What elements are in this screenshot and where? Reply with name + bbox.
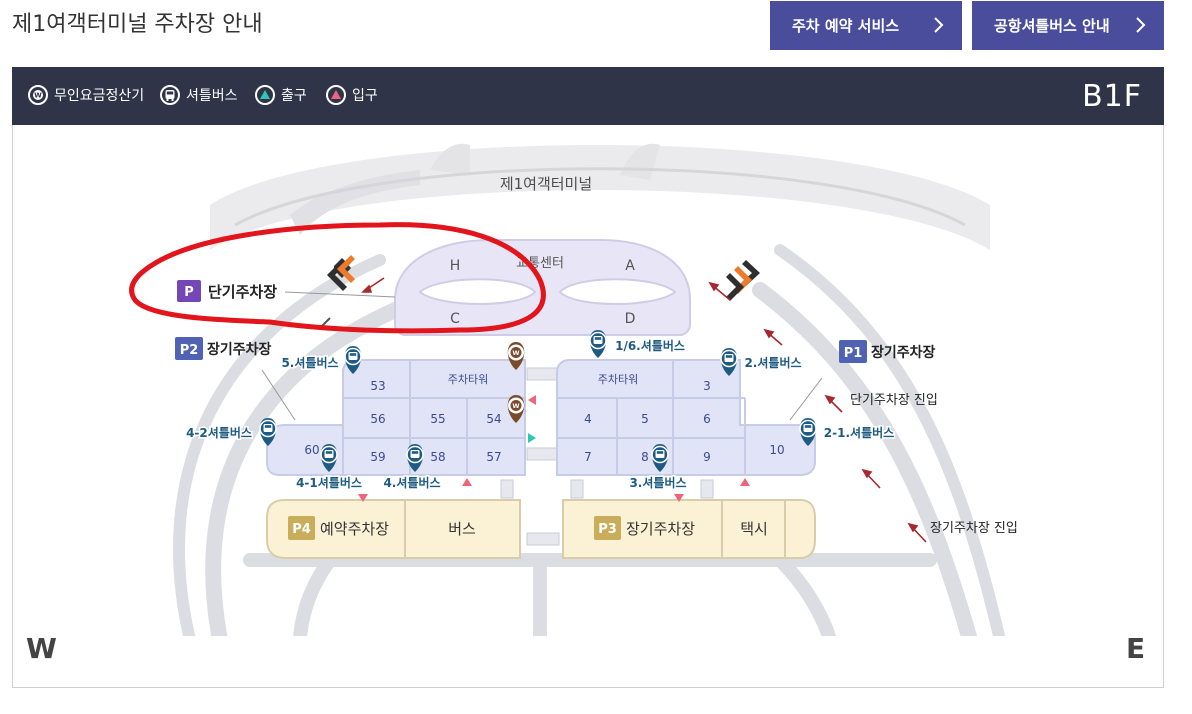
compass-east: E xyxy=(1126,632,1146,665)
p3-badge xyxy=(594,516,621,540)
zone-a-label: A xyxy=(625,258,635,274)
shuttle-stop-label: 4-2셔틀버스 xyxy=(186,425,252,440)
shuttle-stop-label: 2-1.셔틀버스 xyxy=(824,425,894,440)
legend-label: 셔틀버스 xyxy=(186,88,238,104)
shuttle-bus-icon xyxy=(160,85,180,105)
p4-badge-label: P4 xyxy=(292,522,311,537)
airport-shuttle-info-button[interactable]: 공항셔틀버스 안내 xyxy=(972,1,1164,50)
lot-label: 10 xyxy=(769,443,784,457)
bus-area-label: 버스 xyxy=(448,520,476,538)
payment-kiosk-icon: W xyxy=(28,85,48,105)
p1-parking-badge[interactable]: P1 장기주차장 xyxy=(839,340,936,363)
lot-label: 3 xyxy=(703,379,711,393)
floor-indicator: B1F xyxy=(1082,79,1142,114)
parking-tower-label: 주차타워 xyxy=(448,373,488,386)
lot-label: 53 xyxy=(370,379,385,393)
lot-label: 57 xyxy=(486,450,501,464)
lot-label: 7 xyxy=(584,450,592,464)
legend-item-shuttle-bus: 셔틀버스 xyxy=(160,85,238,105)
terminal-label: 제1여객터미널 xyxy=(500,175,592,193)
zone-d-label: D xyxy=(625,311,636,327)
west-parking-structure: 53 주차타워 56 55 54 60 59 58 57 xyxy=(266,359,526,476)
lot-label: 59 xyxy=(370,450,385,464)
direction-chevrons-east xyxy=(726,260,760,301)
shuttle-stop-label: 4.셔틀버스 xyxy=(383,475,440,490)
page-title: 제1여객터미널 주차장 안내 xyxy=(12,12,263,37)
long-term-entry-label: 장기주차장 진입 xyxy=(930,521,1018,536)
shuttle-stop-label: 5.셔틀버스 xyxy=(281,355,338,370)
lot-label: 56 xyxy=(370,412,385,426)
p3-badge-label: P3 xyxy=(598,522,617,537)
zone-h-label: H xyxy=(450,258,461,274)
p1-label: 장기주차장 xyxy=(871,344,936,361)
p2-parking-badge[interactable]: P2 장기주차장 xyxy=(175,337,272,360)
legend-bar: W 무인요금정산기 셔틀버스 출구 입구 B1F xyxy=(12,67,1164,125)
chevron-right-icon xyxy=(1130,15,1150,35)
lot-label: 60 xyxy=(304,443,319,457)
lot-label: 55 xyxy=(430,412,445,426)
short-term-parking-badge[interactable]: P 단기주차장 xyxy=(177,280,277,302)
shuttle-stop-label: 1/6.셔틀버스 xyxy=(615,338,685,353)
shuttle-bus-icon[interactable] xyxy=(588,329,608,359)
legend-item-payment-kiosk: W 무인요금정산기 xyxy=(28,85,144,105)
zone-c-label: C xyxy=(450,311,460,327)
svg-text:W: W xyxy=(34,92,42,100)
flow-arrows xyxy=(361,277,927,543)
p3-label: 장기주차장 xyxy=(626,520,695,538)
short-term-label: 단기주차장 xyxy=(208,283,277,301)
p4-bus-area: P4 예약주차장 버스 xyxy=(266,499,521,559)
walkways xyxy=(500,367,714,546)
parking-reservation-button[interactable]: 주차 예약 서비스 xyxy=(770,1,962,50)
p2-label: 장기주차장 xyxy=(207,341,272,358)
shuttle-labels: 5.셔틀버스 1/6.셔틀버스 2.셔틀버스 2-1.셔틀버스 4-2셔틀버스 … xyxy=(185,337,896,492)
shuttle-stop-label: 4-1셔틀버스 xyxy=(296,475,362,490)
lot-label: 54 xyxy=(486,412,501,426)
legend-item-entrance: 입구 xyxy=(326,85,378,105)
p4-label: 예약주차장 xyxy=(320,520,389,538)
shuttle-stop-label: 3.셔틀버스 xyxy=(629,475,686,490)
terminal-building: 제1여객터미널 xyxy=(210,143,990,250)
entrance-icon xyxy=(326,85,346,105)
short-term-entry-label: 단기주차장 진입 xyxy=(850,393,938,408)
legend-label: 무인요금정산기 xyxy=(54,88,145,104)
p4-badge xyxy=(288,516,315,540)
lot-label: 5 xyxy=(641,412,649,426)
shuttle-stop-label: 2.셔틀버스 xyxy=(744,355,801,370)
legend-label: 출구 xyxy=(281,88,307,104)
parking-tower-label: 주차타워 xyxy=(598,373,638,386)
short-term-badge-label: P xyxy=(184,285,194,300)
taxi-area-label: 택시 xyxy=(740,520,768,538)
p1-badge-label: P1 xyxy=(844,346,863,361)
lot-label: 4 xyxy=(584,412,592,426)
parking-map: W 제1여객터미널 교통센터 H A C D xyxy=(12,125,1164,636)
east-parking-structure: 주차타워 3 4 5 6 7 8 9 10 xyxy=(556,359,816,476)
parking-reservation-label: 주차 예약 서비스 xyxy=(792,17,900,35)
direction-chevrons-west xyxy=(327,255,355,291)
legend-label: 입구 xyxy=(352,88,378,104)
chevron-right-icon xyxy=(928,15,948,35)
compass-west: W xyxy=(26,632,57,665)
lot-label: 58 xyxy=(430,450,445,464)
entrance-exit-markers xyxy=(358,395,750,502)
parking-map-svg: W 제1여객터미널 교통센터 H A C D xyxy=(129,143,1018,636)
p2-badge-label: P2 xyxy=(180,343,199,358)
legend-item-exit: 출구 xyxy=(255,85,307,105)
airport-shuttle-info-label: 공항셔틀버스 안내 xyxy=(994,17,1110,35)
red-annotation-circle xyxy=(129,222,546,334)
p3-taxi-area: P3 장기주차장 택시 xyxy=(562,499,816,559)
lot-label: 6 xyxy=(703,412,711,426)
exit-icon xyxy=(255,85,275,105)
lot-label: 8 xyxy=(641,450,649,464)
lot-label: 9 xyxy=(703,450,711,464)
